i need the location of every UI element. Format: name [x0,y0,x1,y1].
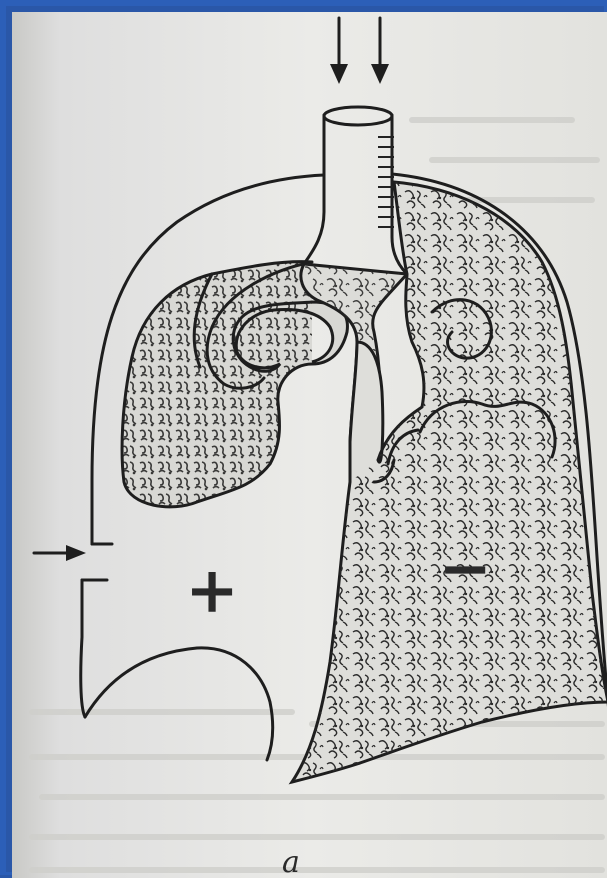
pleural-pressure-positive-sign: + [185,553,239,628]
panel-label: a [282,845,300,878]
diagram-canvas: + − a [12,12,607,878]
lung-pressure-negative-sign: − [438,531,492,606]
pneumothorax-diagram: + − a [12,12,607,878]
